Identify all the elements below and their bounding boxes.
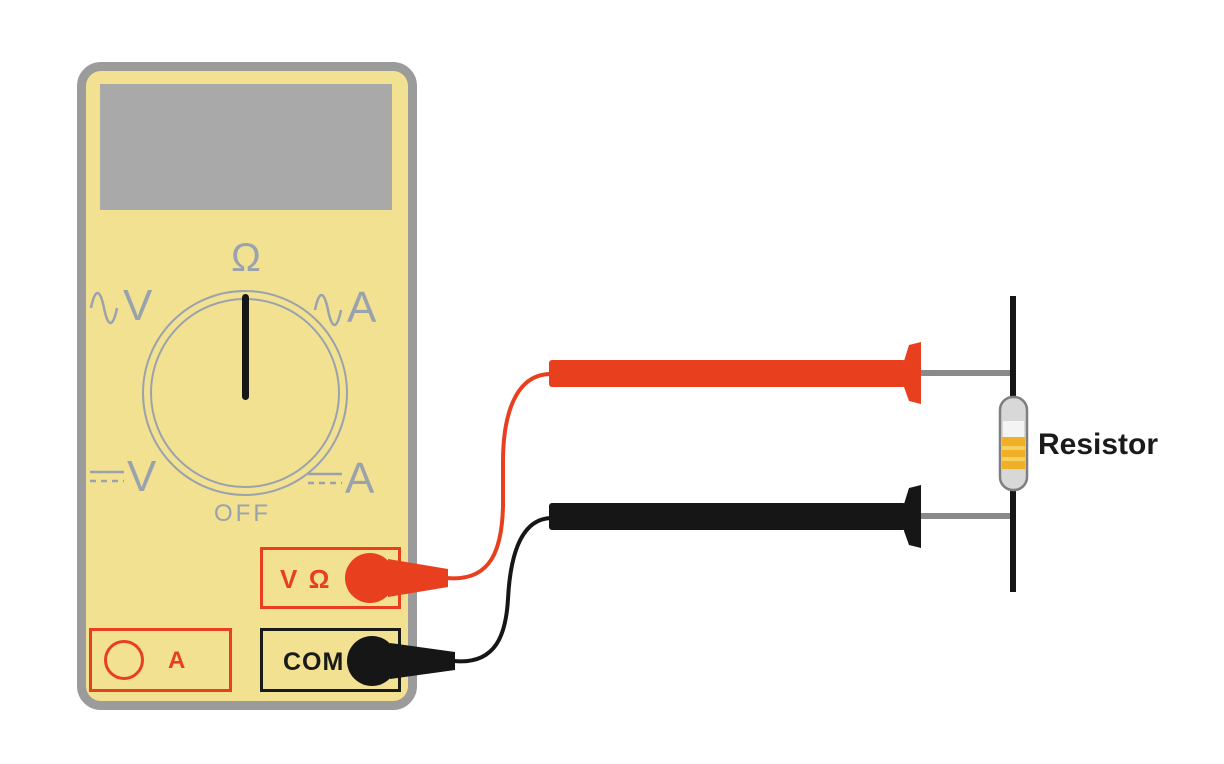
dial-mode-dc-voltage: V <box>90 455 156 499</box>
resistor-gold-band <box>1002 437 1025 469</box>
black-wire <box>453 516 552 664</box>
dc-lines-icon <box>90 470 124 483</box>
current-jack-label: A <box>168 647 186 674</box>
dial-off-label: OFF <box>214 500 271 527</box>
black-probe-handle <box>549 503 906 530</box>
resistor-band-stripe <box>1002 457 1025 461</box>
dial-mode-label: A <box>345 454 375 503</box>
dial-mode-ac-voltage: V <box>88 284 152 328</box>
dial-mode-label: A <box>347 283 377 332</box>
red-probe-handle <box>549 360 906 387</box>
current-jack: A <box>89 628 232 692</box>
resistor-band-stripe <box>1002 446 1025 450</box>
red-probe-tip <box>921 370 1013 376</box>
dc-lines-icon <box>308 472 342 485</box>
black-probe-flare <box>904 485 921 548</box>
dial-mode-ac-current: A <box>312 286 376 330</box>
ohm-setting-label: Ω <box>231 236 261 280</box>
current-jack-hole <box>104 640 144 680</box>
red-plug <box>345 553 395 603</box>
multimeter-display <box>100 84 392 210</box>
black-probe-tip <box>921 513 1013 519</box>
ac-wave-icon <box>313 293 343 327</box>
resistor-label: Resistor <box>1038 428 1159 461</box>
red-plug-connector <box>388 559 448 597</box>
resistor-white-band <box>1003 421 1024 437</box>
ac-wave-icon <box>89 291 119 325</box>
dial-mode-label: V <box>123 281 153 330</box>
black-plug-connector <box>390 643 455 679</box>
black-plug <box>347 636 397 686</box>
common-jack-label: COM <box>283 648 345 676</box>
red-wire <box>446 372 552 581</box>
volt-ohm-jack-label: V Ω <box>280 564 332 594</box>
dial-pointer <box>242 294 249 400</box>
red-probe-flare <box>904 342 921 404</box>
dial-mode-label: V <box>127 452 157 501</box>
volt-ohm-jack: V Ω <box>260 547 401 609</box>
dial-knob <box>142 290 348 496</box>
dial-mode-dc-current: A <box>308 457 374 501</box>
